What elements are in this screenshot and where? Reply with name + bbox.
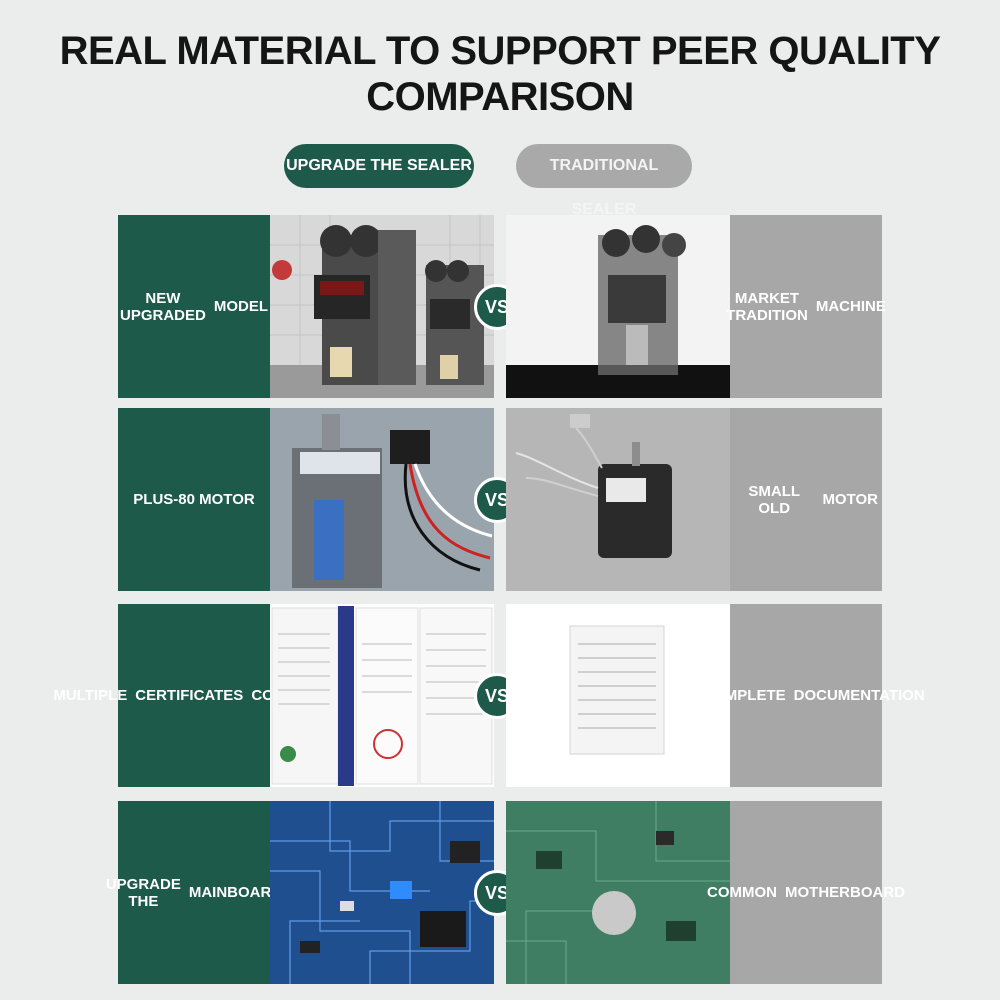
- row-label-left: PLUS-80 MOTOR: [118, 408, 270, 591]
- row-label-left: NEW UPGRADED MODEL: [118, 215, 270, 398]
- incomplete-documentation-image: [506, 604, 730, 787]
- row-label-right: MARKET TRADITION MACHINE: [726, 215, 886, 398]
- upgraded-machine-image: [270, 215, 494, 398]
- row-label-right: COMMON MOTHERBOARD: [707, 801, 905, 984]
- upgrade-sealer-badge: UPGRADE THE SEALER: [284, 144, 474, 188]
- title-line-1: REAL MATERIAL TO SUPPORT PEER QUALITY: [59, 29, 941, 73]
- traditional-sealer-badge: TRADITIONAL SEALER: [516, 144, 692, 218]
- row-label-right: INCOMPLETE DOCUMENTATION: [687, 604, 925, 787]
- row-label-left: UPGRADE THE MAINBOARD: [106, 801, 282, 984]
- comparison-row-mainboard: UPGRADE THE MAINBOARD VS: [106, 801, 905, 984]
- page-title: REAL MATERIAL TO SUPPORT PEER QUALITY CO…: [0, 28, 1000, 120]
- small-old-motor-image: [506, 408, 730, 591]
- traditional-machine-image: [506, 215, 730, 398]
- row-label-left: MULTIPLE CERTIFICATES COMPLETE: [53, 604, 335, 787]
- comparison-row-model: NEW UPGRADED MODEL VS: [118, 215, 886, 398]
- comparison-row-certificates: MULTIPLE CERTIFICATES COMPLETE VS: [53, 604, 925, 787]
- common-motherboard-image: [506, 801, 730, 984]
- row-label-right: SMALL OLD MOTOR: [730, 408, 882, 591]
- title-line-2: COMPARISON: [366, 75, 634, 119]
- upgraded-mainboard-image: [270, 801, 494, 984]
- comparison-row-motor: PLUS-80 MOTOR VS SMALL OLD MOTOR: [118, 408, 882, 591]
- plus80-motor-image: [270, 408, 494, 591]
- certificates-image: [270, 604, 494, 787]
